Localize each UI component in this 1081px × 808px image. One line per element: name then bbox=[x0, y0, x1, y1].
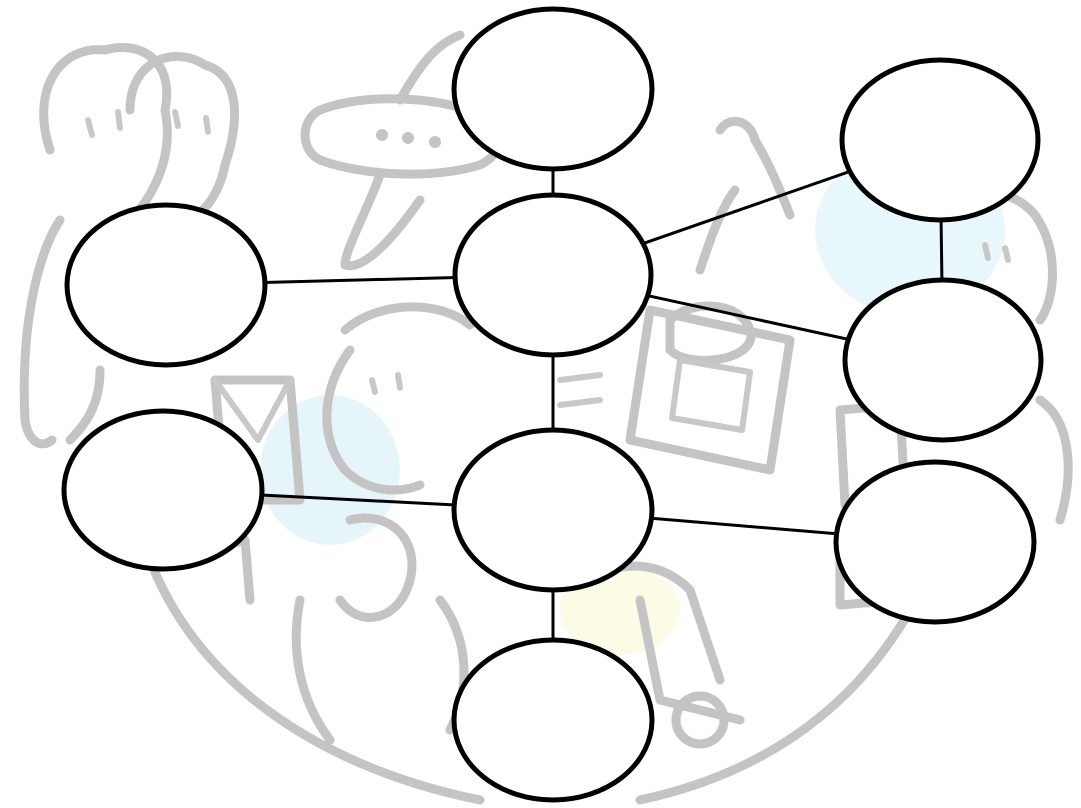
bubble-right-top bbox=[842, 60, 1038, 220]
bubble-top bbox=[454, 9, 652, 169]
bubble-shape-bottom bbox=[454, 640, 652, 800]
bubble-shape-top bbox=[454, 9, 652, 169]
bubble-left-lower bbox=[64, 411, 262, 569]
bubble-center bbox=[455, 195, 651, 355]
bubble-shape-left-lower bbox=[64, 411, 262, 569]
bubble-right-middle bbox=[845, 280, 1041, 440]
bubble-shape-center bbox=[455, 195, 651, 355]
bubble-shape-middle-lower bbox=[454, 430, 652, 590]
bubble-bottom bbox=[454, 640, 652, 800]
bubble-shape-right-lower bbox=[836, 462, 1034, 622]
bubble-right-lower bbox=[836, 462, 1034, 622]
bubble-shape-left-upper bbox=[67, 205, 265, 365]
bubble-shape-right-middle bbox=[845, 280, 1041, 440]
bubble-middle-lower bbox=[454, 430, 652, 590]
bubble-shape-right-top bbox=[842, 60, 1038, 220]
bubble-left-upper bbox=[67, 205, 265, 365]
